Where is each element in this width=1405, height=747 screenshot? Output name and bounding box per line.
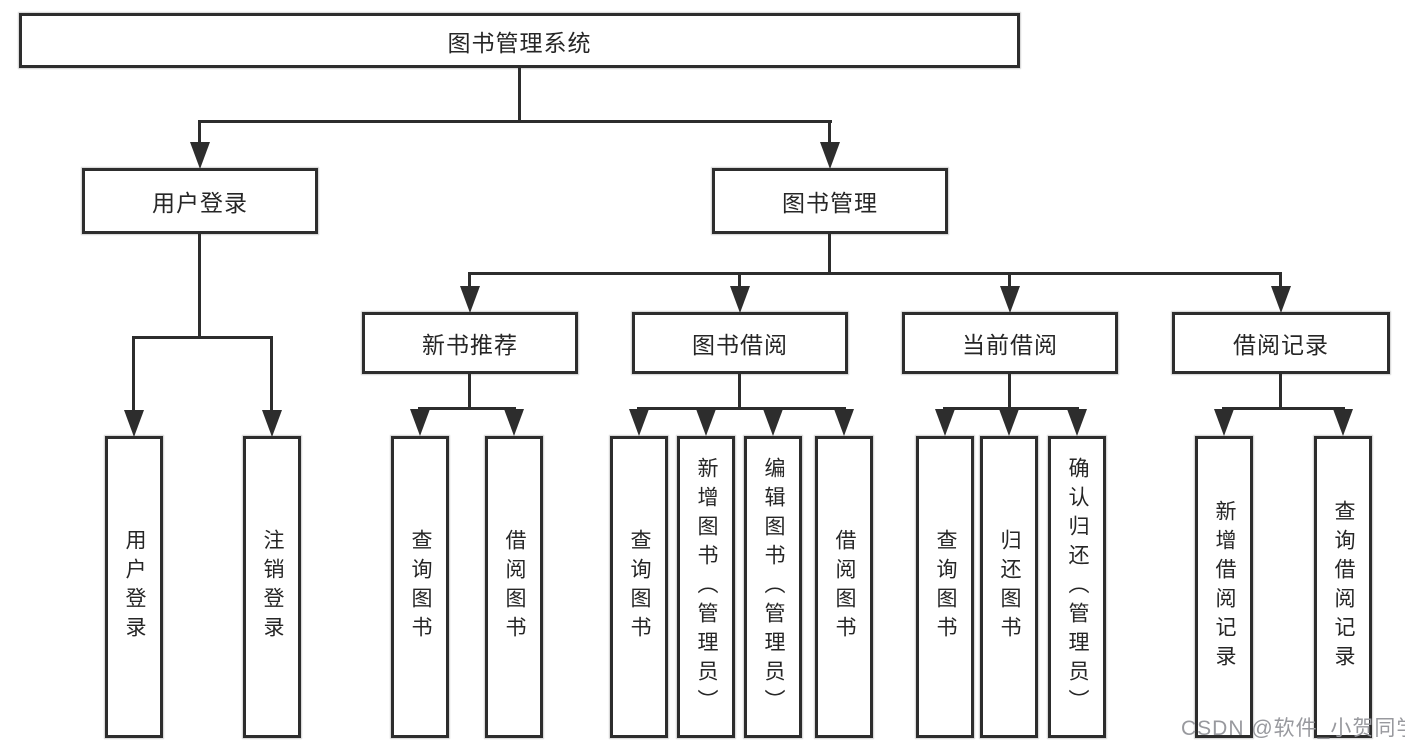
csdn-watermark: CSDN @软件_小贺同学	[1181, 717, 1405, 740]
connector-stem-book-mgmt	[828, 120, 831, 142]
arrowhead-down-icon	[1214, 409, 1234, 436]
arrowhead-down-icon	[999, 409, 1019, 436]
node-user-login: 用户登录	[82, 168, 318, 234]
leaf-current-return: 归还图书	[980, 436, 1038, 738]
connector-stem-logout	[270, 336, 273, 410]
leaf-logout: 注销登录	[243, 436, 301, 738]
arrowhead-down-icon	[1271, 286, 1291, 313]
connector-borrow-rail	[637, 407, 846, 410]
leaf-borrow-query: 查询图书	[610, 436, 668, 738]
leaf-records-add: 新增借阅记录	[1195, 436, 1253, 738]
connector-current-stem	[1008, 374, 1011, 407]
leaf-newbooks-query: 查询图书	[391, 436, 449, 738]
node-book-management: 图书管理	[712, 168, 948, 234]
connector-records-rail	[1222, 407, 1345, 410]
leaf-borrow-edit-admin: 编辑图书（管理员）	[744, 436, 802, 738]
connector-userlogin-rail	[132, 336, 273, 339]
arrowhead-down-icon	[629, 409, 649, 436]
connector-level3-rail	[468, 272, 1282, 275]
connector-root-stem	[518, 68, 521, 120]
connector-borrow-stem	[738, 374, 741, 407]
node-root: 图书管理系统	[19, 13, 1020, 68]
arrowhead-down-icon	[124, 410, 144, 437]
arrowhead-down-icon	[1000, 286, 1020, 313]
connector-stem-newbooks	[468, 272, 471, 286]
leaf-records-query: 查询借阅记录	[1314, 436, 1372, 738]
connector-stem-borrow	[738, 272, 741, 286]
arrowhead-down-icon	[460, 286, 480, 313]
node-borrow-records: 借阅记录	[1172, 312, 1390, 374]
node-current-borrow: 当前借阅	[902, 312, 1118, 374]
arrowhead-down-icon	[410, 409, 430, 436]
arrowhead-down-icon	[820, 142, 840, 169]
arrowhead-down-icon	[763, 409, 783, 436]
connector-stem-current	[1008, 272, 1011, 286]
arrowhead-down-icon	[834, 409, 854, 436]
arrowhead-down-icon	[696, 409, 716, 436]
leaf-borrow-add-admin: 新增图书（管理员）	[677, 436, 735, 738]
arrowhead-down-icon	[730, 286, 750, 313]
connector-stem-records	[1279, 272, 1282, 286]
leaf-current-query: 查询图书	[916, 436, 974, 738]
leaf-borrow-borrow: 借阅图书	[815, 436, 873, 738]
connector-level2-rail	[198, 120, 832, 123]
connector-current-rail	[943, 407, 1079, 410]
leaf-user-login: 用户登录	[105, 436, 163, 738]
connector-stem-user-login	[198, 120, 201, 142]
node-new-book-recommend: 新书推荐	[362, 312, 578, 374]
arrowhead-down-icon	[262, 410, 282, 437]
connector-bookmgmt-stem	[828, 234, 831, 272]
arrowhead-down-icon	[1067, 409, 1087, 436]
connector-records-stem	[1279, 374, 1282, 407]
connector-stem-login	[132, 336, 135, 410]
leaf-newbooks-borrow: 借阅图书	[485, 436, 543, 738]
arrowhead-down-icon	[935, 409, 955, 436]
arrowhead-down-icon	[1333, 409, 1353, 436]
arrowhead-down-icon	[190, 142, 210, 169]
connector-userlogin-stem	[198, 234, 201, 336]
connector-newbooks-rail	[418, 407, 516, 410]
arrowhead-down-icon	[504, 409, 524, 436]
node-book-borrow: 图书借阅	[632, 312, 848, 374]
connector-newbooks-stem	[468, 374, 471, 407]
leaf-current-confirm-admin: 确认归还（管理员）	[1048, 436, 1106, 738]
